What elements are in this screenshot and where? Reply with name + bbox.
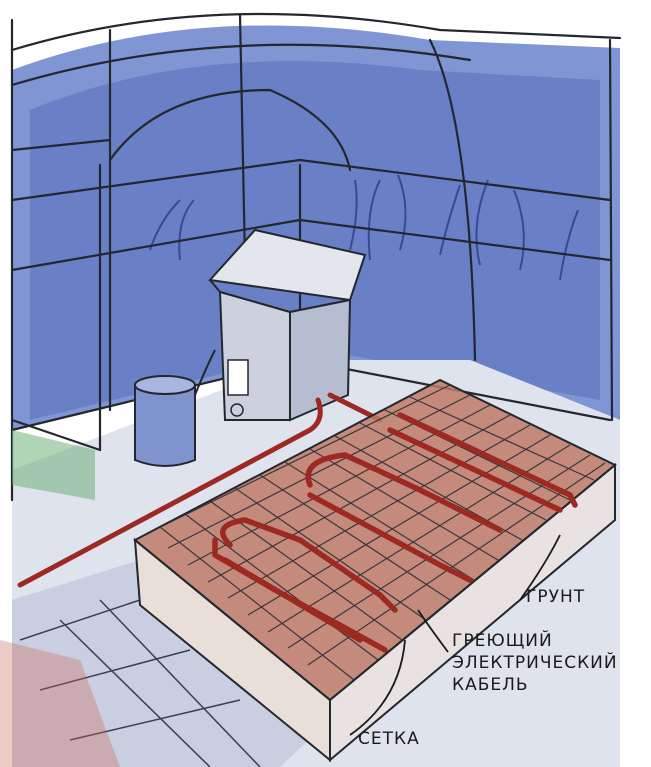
label-mesh-text: СЕТКА <box>358 729 420 749</box>
label-ground-text: ГРУНТ <box>526 587 586 607</box>
cable-leader <box>417 609 449 653</box>
door-opening <box>12 430 95 500</box>
label-heating-cable-line3: КАБЕЛЬ <box>452 675 529 695</box>
label-heating-cable-line2: ЭЛЕКТРИЧЕСКИЙ <box>452 653 618 673</box>
label-heating-cable: ГРЕЮЩИЙ ЭЛЕКТРИЧЕСКИЙ КАБЕЛЬ <box>452 630 618 696</box>
label-mesh: СЕТКА <box>358 728 420 750</box>
callout-leaders <box>349 534 561 736</box>
water-barrel <box>134 349 216 467</box>
greenhouse-frame <box>10 12 622 502</box>
supply-cable <box>17 397 323 588</box>
ground-leader <box>519 534 561 601</box>
mesh-leader <box>349 639 406 736</box>
red-ground-shadow <box>0 640 120 767</box>
paving-slabs <box>12 560 330 767</box>
label-ground: ГРУНТ <box>526 586 585 608</box>
heating-cabinet <box>208 228 367 422</box>
paving-lines <box>19 599 261 767</box>
greenhouse-glazing <box>12 25 620 430</box>
label-heating-cable-line1: ГРЕЮЩИЙ <box>452 631 553 651</box>
